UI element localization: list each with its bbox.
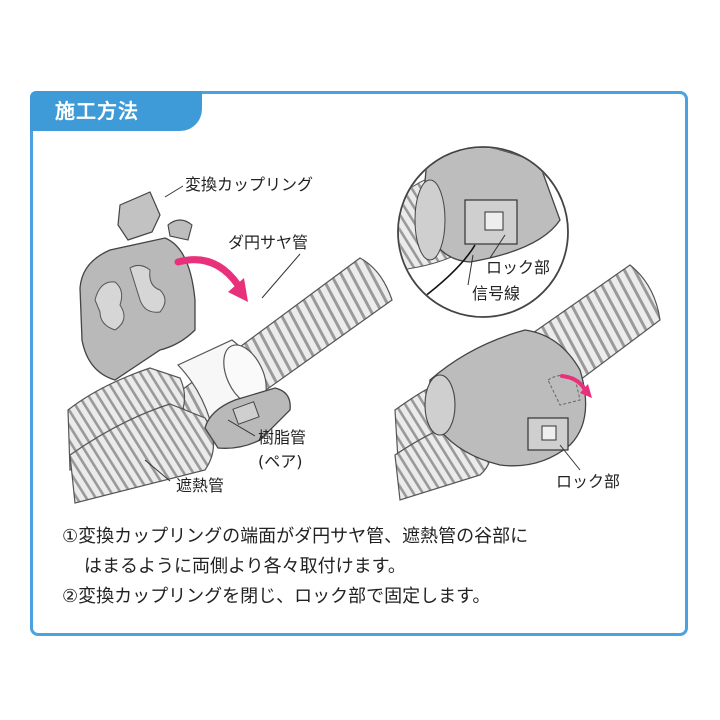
label-insulation: 遮熱管: [176, 476, 225, 495]
page-title: 施工方法: [55, 99, 139, 123]
label-resin-pipe: 樹脂管: [258, 428, 307, 447]
coupling-upper-half: [79, 237, 196, 381]
label-lock-top: ロック部: [486, 258, 551, 277]
step-2-line-1: ②変換カップリングを閉じ、ロック部で固定します。: [62, 586, 491, 607]
label-coupling: 変換カップリング: [185, 175, 314, 194]
coupling-clip: [117, 191, 161, 241]
title-tab: [30, 91, 202, 131]
lock-part-right: [527, 417, 569, 451]
instruction-steps: ①変換カップリングの端面がダ円サヤ管、遮熱管の谷部に はまるように両側より各々取…: [62, 522, 682, 612]
label-signal-wire: 信号線: [472, 284, 521, 303]
label-lock-bottom: ロック部: [556, 472, 621, 491]
label-oval-pipe: ダ円サヤ管: [228, 233, 309, 252]
signal-wire: [419, 244, 476, 301]
step-1-line-1: ①変換カップリングの端面がダ円サヤ管、遮熱管の谷部に: [62, 526, 529, 547]
rotate-arrow-pink: [174, 256, 242, 289]
step-1-line-2: はまるように両側より各々取付けます。: [84, 556, 406, 577]
label-pair: (ペア): [258, 452, 303, 471]
insulation-pipe-lower: [69, 403, 215, 504]
